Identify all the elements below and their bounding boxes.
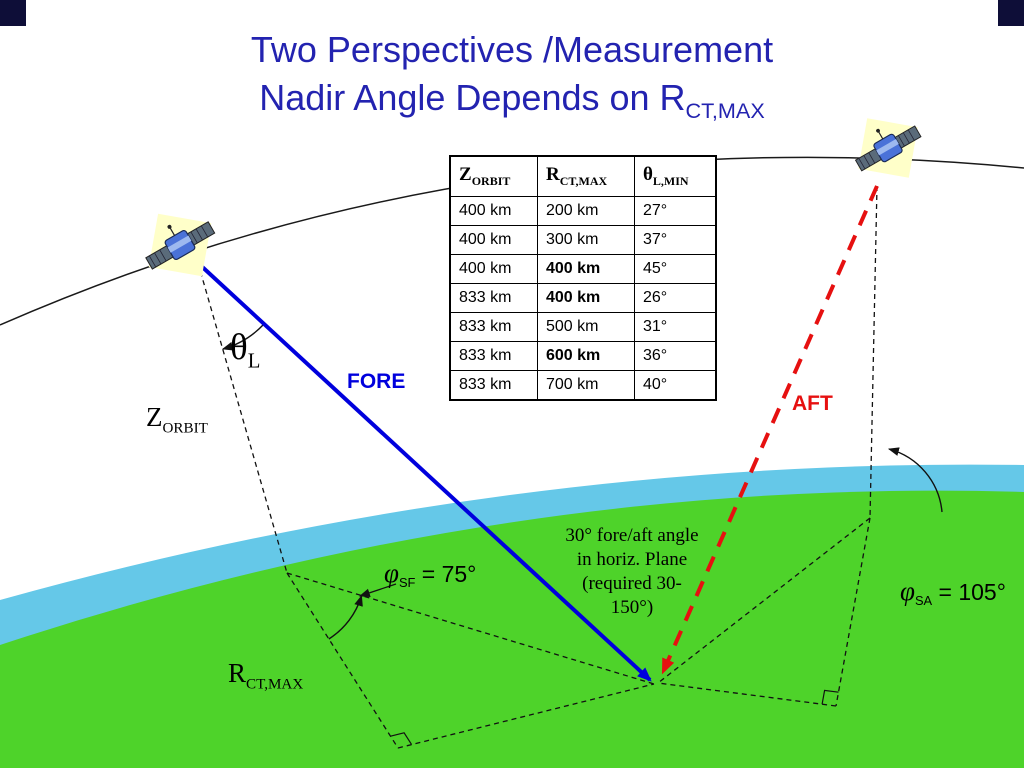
cell-z: 833 km bbox=[449, 311, 538, 342]
slide-title-line2-subscript: CT,MAX bbox=[685, 97, 765, 123]
table-header-z-orbit: ZORBIT bbox=[449, 155, 538, 197]
cell-theta: 40° bbox=[634, 369, 717, 401]
fore-aft-angle-note: 30° fore/aft angle in horiz. Plane (requ… bbox=[551, 524, 713, 620]
r-ct-max-main: R bbox=[228, 658, 247, 688]
r-ct-max-subscript: CT,MAX bbox=[246, 676, 304, 693]
fore-horizontal-plane-line bbox=[286, 572, 655, 685]
phi-sa-symbol: φ bbox=[900, 576, 915, 606]
table-row: 400 km 200 km 27° bbox=[449, 195, 717, 226]
cell-z: 400 km bbox=[449, 195, 538, 226]
cell-z: 400 km bbox=[449, 253, 538, 284]
theta-l-subscript: L bbox=[247, 350, 261, 373]
header-z-main: Z bbox=[459, 164, 472, 185]
fore-right-angle-marker bbox=[390, 732, 413, 745]
phi-sf-label: φSF = 75° bbox=[384, 558, 476, 590]
cell-theta: 27° bbox=[634, 195, 717, 226]
phi-sf-angle-arc bbox=[328, 594, 363, 640]
header-theta-main: θ bbox=[643, 164, 653, 185]
table-row: 833 km 500 km 31° bbox=[449, 311, 717, 342]
table-header-r-ct-max: RCT,MAX bbox=[537, 155, 635, 197]
fore-measurement-line bbox=[196, 261, 652, 682]
aft-closing-line bbox=[657, 682, 837, 707]
note-line-2: in horiz. Plane bbox=[576, 549, 688, 570]
cell-r: 200 km bbox=[537, 195, 635, 226]
theta-l-angle-arc bbox=[221, 323, 265, 351]
note-line-4: 150°) bbox=[610, 597, 654, 618]
r-ct-max-label: RCT,MAX bbox=[228, 658, 303, 693]
z-orbit-subscript: ORBIT bbox=[162, 420, 208, 437]
cell-theta: 45° bbox=[634, 253, 717, 284]
satellite-fore-icon bbox=[136, 206, 218, 277]
phi-sa-angle-arc bbox=[887, 447, 943, 513]
phi-sa-value: = 105° bbox=[932, 579, 1006, 605]
theta-l-label: θL bbox=[230, 326, 260, 373]
cell-r: 500 km bbox=[537, 311, 635, 342]
cell-theta: 31° bbox=[634, 311, 717, 342]
fore-construction-lines bbox=[197, 262, 655, 749]
note-line-1: 30° fore/aft angle bbox=[565, 525, 699, 546]
cell-r: 400 km bbox=[537, 253, 635, 284]
slide-title-line1: Two Perspectives /Measurement bbox=[250, 29, 774, 70]
slide-title-line2-main: Nadir Angle Depends on R bbox=[259, 76, 686, 118]
table-row: 400 km 300 km 37° bbox=[449, 224, 717, 255]
header-z-sub: ORBIT bbox=[471, 173, 511, 188]
corner-decoration-top-right bbox=[998, 0, 1024, 26]
table-header-row: ZORBIT RCT,MAX θL,MIN bbox=[449, 155, 717, 197]
aft-measurement-line bbox=[661, 185, 879, 675]
fore-closing-line bbox=[397, 683, 655, 749]
table-row: 833 km 700 km 40° bbox=[449, 369, 717, 401]
header-r-main: R bbox=[546, 164, 560, 185]
cell-z: 833 km bbox=[449, 340, 538, 371]
fore-nadir-line bbox=[197, 262, 288, 574]
aft-construction-lines bbox=[657, 185, 878, 707]
cell-z: 400 km bbox=[449, 224, 538, 255]
phi-sf-value: = 75° bbox=[415, 561, 477, 587]
phi-sf-leader-arrow bbox=[358, 583, 397, 598]
fore-label: FORE bbox=[347, 370, 406, 393]
corner-decoration-top-left bbox=[0, 0, 26, 26]
aft-crosstrack-line bbox=[835, 517, 871, 707]
cell-theta: 37° bbox=[634, 224, 717, 255]
table-row: 833 km 600 km 36° bbox=[449, 340, 717, 371]
phi-sa-label: φSA = 105° bbox=[900, 576, 1006, 608]
z-orbit-label: ZORBIT bbox=[146, 402, 208, 437]
table-row: 400 km 400 km 45° bbox=[449, 253, 717, 284]
aft-nadir-line bbox=[869, 185, 878, 519]
table-row: 833 km 400 km 26° bbox=[449, 282, 717, 313]
slide-title: Two Perspectives /Measurement Nadir Angl… bbox=[0, 26, 1024, 125]
cell-r: 600 km bbox=[537, 340, 635, 371]
table-header-theta-l-min: θL,MIN bbox=[634, 155, 717, 197]
nadir-angle-table: ZORBIT RCT,MAX θL,MIN 400 km 200 km 27° … bbox=[449, 155, 717, 401]
phi-sf-subscript: SF bbox=[398, 575, 416, 590]
cell-theta: 36° bbox=[634, 340, 717, 371]
header-r-sub: CT,MAX bbox=[559, 173, 608, 188]
cell-z: 833 km bbox=[449, 369, 538, 401]
earth-surface bbox=[0, 490, 1024, 768]
phi-sa-subscript: SA bbox=[914, 593, 933, 608]
note-line-3: (required 30- bbox=[582, 573, 682, 594]
header-theta-sub: L,MIN bbox=[652, 173, 689, 188]
cell-r: 400 km bbox=[537, 282, 635, 313]
z-orbit-main: Z bbox=[146, 402, 163, 432]
fore-crosstrack-line bbox=[286, 572, 399, 749]
cell-r: 300 km bbox=[537, 224, 635, 255]
phi-sf-symbol: φ bbox=[384, 558, 399, 588]
cell-r: 700 km bbox=[537, 369, 635, 401]
aft-label: AFT bbox=[792, 392, 833, 415]
slide-title-line2: Nadir Angle Depends on RCT,MAX bbox=[0, 74, 1024, 126]
theta-l-symbol: θ bbox=[230, 327, 248, 368]
aft-right-angle-marker bbox=[821, 689, 839, 705]
cell-z: 833 km bbox=[449, 282, 538, 313]
cell-theta: 26° bbox=[634, 282, 717, 313]
